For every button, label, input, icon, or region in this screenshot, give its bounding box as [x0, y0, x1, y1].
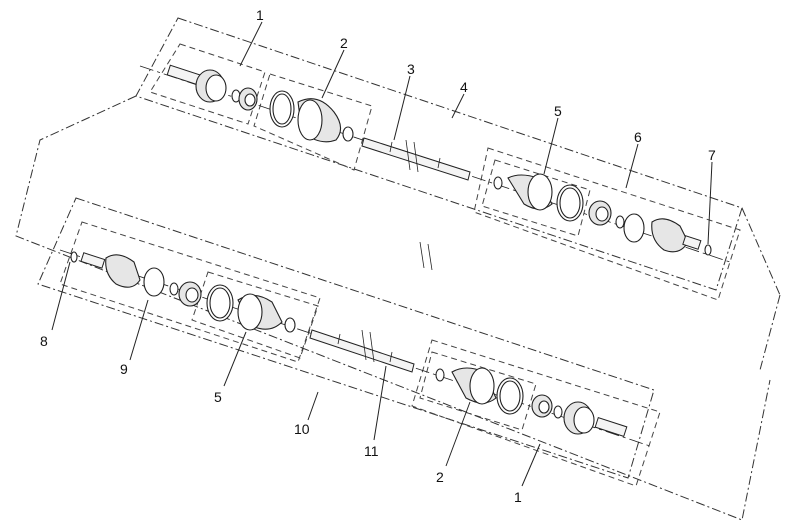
upper-small-ring-2 — [342, 126, 354, 142]
lower-boot-1 — [237, 293, 283, 331]
lower-small-ring-2 — [284, 317, 296, 333]
leader-lines — [51, 21, 713, 487]
callout-7: 7 — [708, 147, 716, 163]
assembly-outline-upper — [135, 17, 743, 291]
callout-8: 8 — [40, 333, 48, 349]
callout-10: 10 — [294, 421, 310, 437]
lower-large-ring — [143, 267, 165, 297]
lower-bearing-cage-2 — [531, 394, 553, 418]
callout-1-upper: 1 — [256, 7, 264, 23]
inner-group-outline-2-lower — [419, 351, 537, 431]
upper-small-ring-4 — [615, 215, 625, 229]
callout-5-lower: 5 — [214, 389, 222, 405]
upper-half-shaft — [361, 137, 471, 181]
lower-clamp-ring-2 — [496, 377, 524, 415]
lower-inner-cv-housing — [80, 252, 141, 288]
callout-9: 9 — [120, 361, 128, 377]
callout-3: 3 — [407, 61, 415, 77]
inner-group-outline-2-upper — [253, 73, 373, 171]
upper-circlip — [704, 244, 712, 256]
upper-small-ring-3 — [493, 176, 503, 190]
upper-clamp-ring-1 — [269, 90, 295, 128]
lower-circlip — [70, 251, 78, 263]
inner-group-outline-5-upper — [481, 159, 591, 237]
lower-outer-cv-joint — [563, 401, 628, 438]
upper-inner-cv-housing — [651, 218, 702, 253]
callout-4: 4 — [460, 79, 468, 95]
upper-boot-1 — [297, 98, 342, 143]
lower-small-ring-1 — [169, 282, 179, 296]
connector-lines — [15, 95, 781, 521]
upper-large-ring — [623, 213, 645, 243]
callout-5-upper: 5 — [554, 103, 562, 119]
lower-small-ring-3 — [435, 368, 445, 382]
upper-bearing-cage-2 — [588, 200, 612, 226]
assembly-outline-lower — [37, 197, 655, 479]
upper-clamp-ring-2 — [556, 184, 584, 222]
inner-group-outline-6 — [473, 147, 741, 301]
inner-group-outline-1-upper — [149, 43, 266, 125]
upper-outer-cv-joint — [166, 64, 227, 103]
inner-group-outline-5-lower — [191, 271, 319, 359]
lower-boot-2 — [451, 367, 497, 405]
callout-6: 6 — [634, 129, 642, 145]
callout-2-lower: 2 — [436, 469, 444, 485]
lower-bearing-cage-1 — [178, 281, 202, 307]
lower-clamp-ring-1 — [206, 284, 234, 322]
callout-1-lower: 1 — [514, 489, 522, 505]
lower-small-ring-4 — [553, 405, 563, 419]
upper-bearing-cage-1 — [238, 87, 258, 111]
lower-half-shaft — [309, 329, 415, 373]
callout-2-upper: 2 — [340, 35, 348, 51]
callout-11: 11 — [364, 443, 379, 459]
upper-boot-2 — [507, 173, 553, 211]
callout-labels: 1 2 3 4 5 6 7 8 9 5 10 11 2 1 — [40, 7, 716, 505]
